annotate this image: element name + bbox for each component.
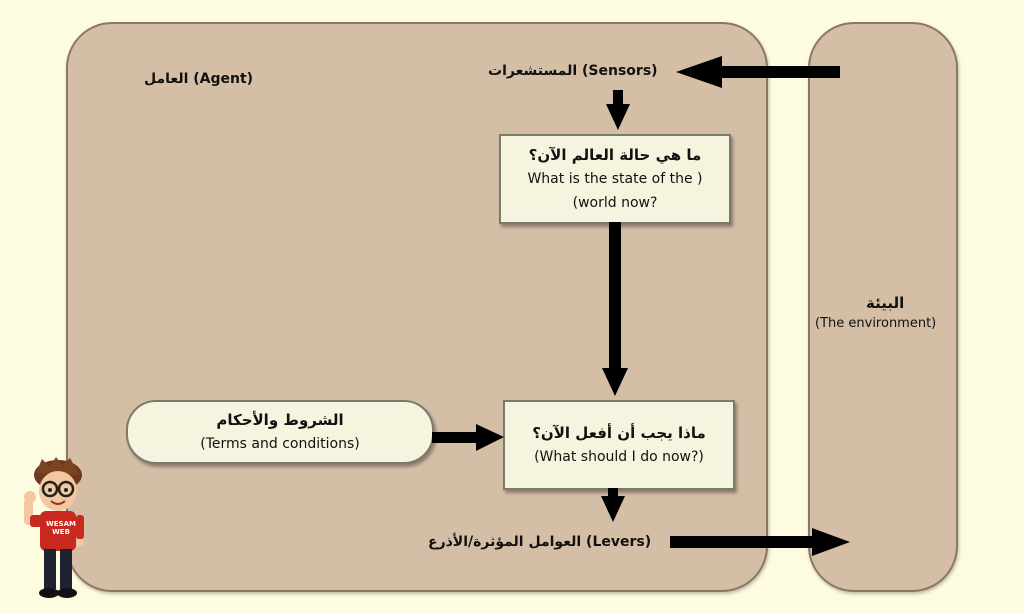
terms-label-ar: الشروط والأحكام [216, 411, 344, 429]
arrow-terms-to-action [432, 424, 504, 451]
sensors-label: المستشعرات (Sensors) [488, 63, 658, 79]
terms-conditions-box: الشروط والأحكام (Terms and conditions) [126, 400, 434, 464]
environment-label-en: (The environment) [815, 316, 937, 331]
world-state-question-en-1: What is the state of the ) [527, 171, 703, 187]
arrow-state-to-action [602, 222, 628, 396]
action-question-ar: ماذا يجب أن أفعل الآن؟ [532, 424, 706, 442]
arrow-levers-to-environment [670, 528, 850, 556]
agent-panel [66, 22, 768, 592]
arrow-environment-to-sensors [676, 56, 840, 88]
action-question-en: (What should I do now?) [534, 449, 704, 465]
mascot-shirt-badge: WESAM WEB [46, 520, 76, 536]
world-state-question-en-2: (world now? [572, 195, 658, 211]
action-decision-box: ماذا يجب أن أفعل الآن؟ (What should I do… [503, 400, 735, 490]
arrow-action-to-levers [601, 488, 625, 522]
world-state-box: ما هي حالة العالم الآن؟ What is the stat… [499, 134, 731, 224]
mascot-character-image [24, 457, 84, 598]
environment-panel [808, 22, 958, 592]
world-state-question-ar: ما هي حالة العالم الآن؟ [528, 146, 702, 164]
agent-label: العامل (Agent) [144, 71, 254, 87]
terms-label-en: (Terms and conditions) [200, 436, 360, 452]
environment-label-ar: البيئة [866, 294, 905, 312]
levers-label: العوامل المؤثرة/الأذرع (Levers) [428, 534, 652, 550]
arrow-sensors-to-state [606, 90, 630, 130]
